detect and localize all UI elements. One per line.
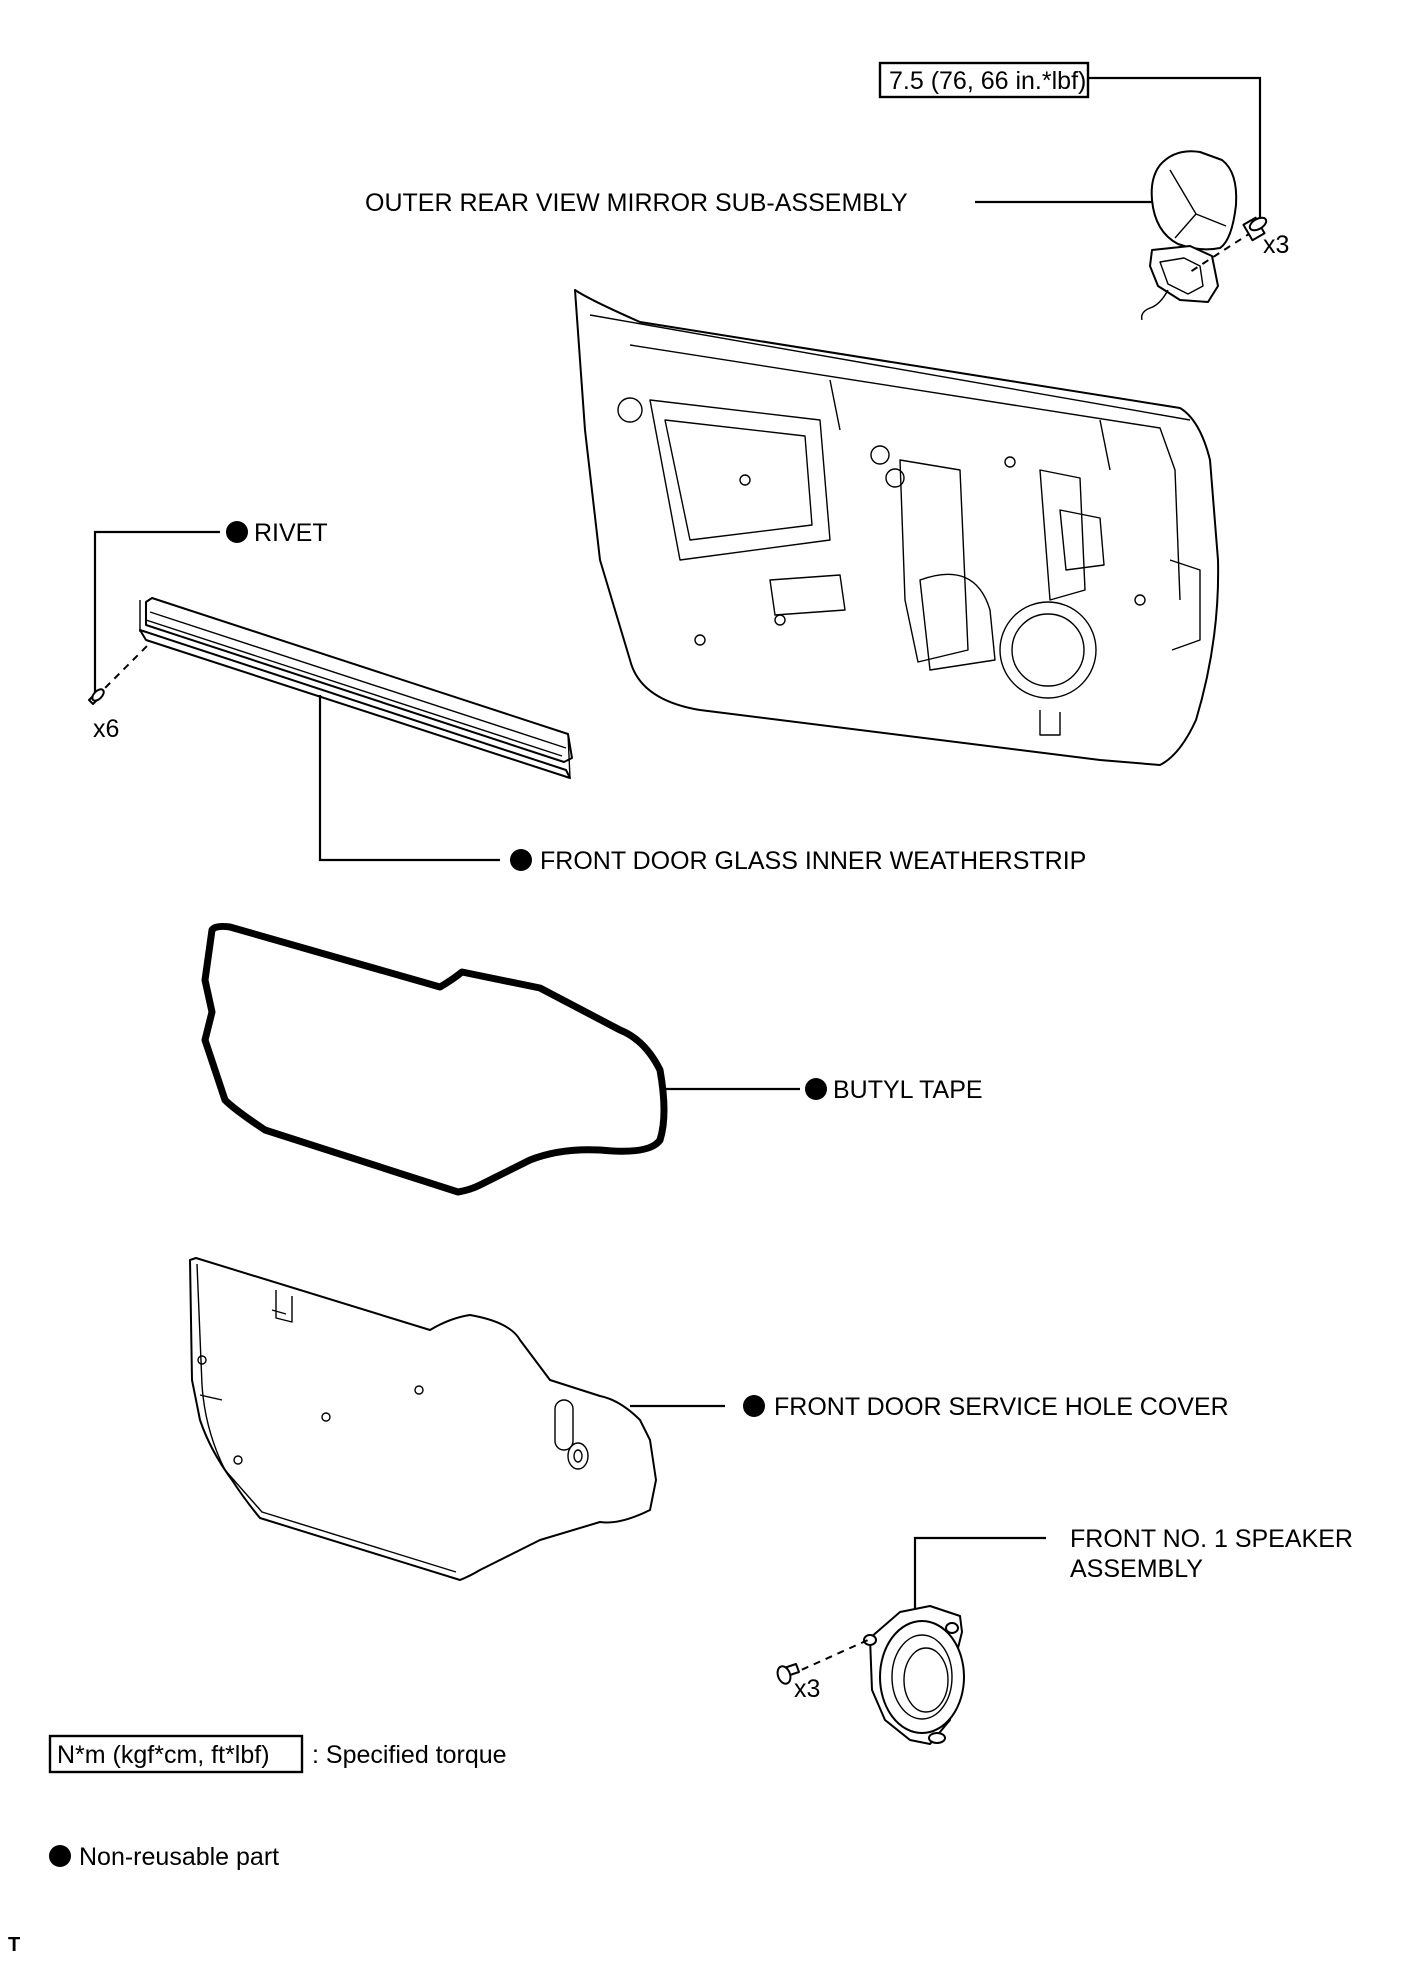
rivet-qty-label: x6 — [93, 715, 119, 743]
butyl-tape-nonreusable-dot — [805, 1078, 827, 1100]
torque-value-label: 7.5 (76, 66 in.*lbf) — [889, 67, 1086, 95]
rivet-icon — [88, 688, 105, 705]
speaker-qty-label: x3 — [794, 1675, 820, 1703]
legend-nonreusable-dot — [49, 1845, 71, 1867]
service-hole-cover-label: FRONT DOOR SERVICE HOLE COVER — [774, 1393, 1229, 1421]
speaker-screw-icon — [776, 1663, 800, 1685]
butyl-tape-icon — [201, 922, 668, 1196]
service-hole-cover-icon — [189, 1257, 657, 1581]
legend-nonreusable-text: Non-reusable part — [79, 1843, 279, 1871]
legend-torque-text: : Specified torque — [312, 1741, 507, 1769]
service-hole-cover-nonreusable-dot — [743, 1395, 765, 1417]
speaker-icon — [863, 1605, 965, 1745]
outer-mirror-icon — [1140, 150, 1238, 321]
mirror-qty-label: x3 — [1263, 231, 1289, 259]
legend-torque-box-label: N*m (kgf*cm, ft*lbf) — [57, 1741, 270, 1769]
torque-leader-line — [1088, 76, 1262, 222]
weatherstrip-icon — [139, 597, 573, 779]
speaker-label-line1: FRONT NO. 1 SPEAKER — [1070, 1525, 1353, 1553]
rivet-insert-path — [95, 642, 151, 698]
speaker-screw-path — [789, 1639, 869, 1676]
mirror-label: OUTER REAR VIEW MIRROR SUB-ASSEMBLY — [365, 189, 908, 217]
weatherstrip-nonreusable-dot — [510, 849, 532, 871]
legend-torque-box — [48, 1734, 304, 1774]
weatherstrip-leader-line — [318, 695, 500, 862]
speaker-leader-line — [913, 1536, 1046, 1620]
mirror-bolt-icon — [1242, 216, 1268, 242]
rivet-label: RIVET — [254, 519, 328, 547]
front-door-panel-icon — [574, 289, 1220, 766]
weatherstrip-label: FRONT DOOR GLASS INNER WEATHERSTRIP — [540, 847, 1086, 875]
rivet-nonreusable-dot — [226, 521, 248, 543]
footer-mark: T — [8, 1934, 20, 1956]
torque-value-box — [878, 61, 1090, 99]
butyl-tape-label: BUTYL TAPE — [833, 1076, 983, 1104]
rivet-leader-line — [93, 530, 220, 700]
speaker-label-line2: ASSEMBLY — [1070, 1555, 1203, 1583]
